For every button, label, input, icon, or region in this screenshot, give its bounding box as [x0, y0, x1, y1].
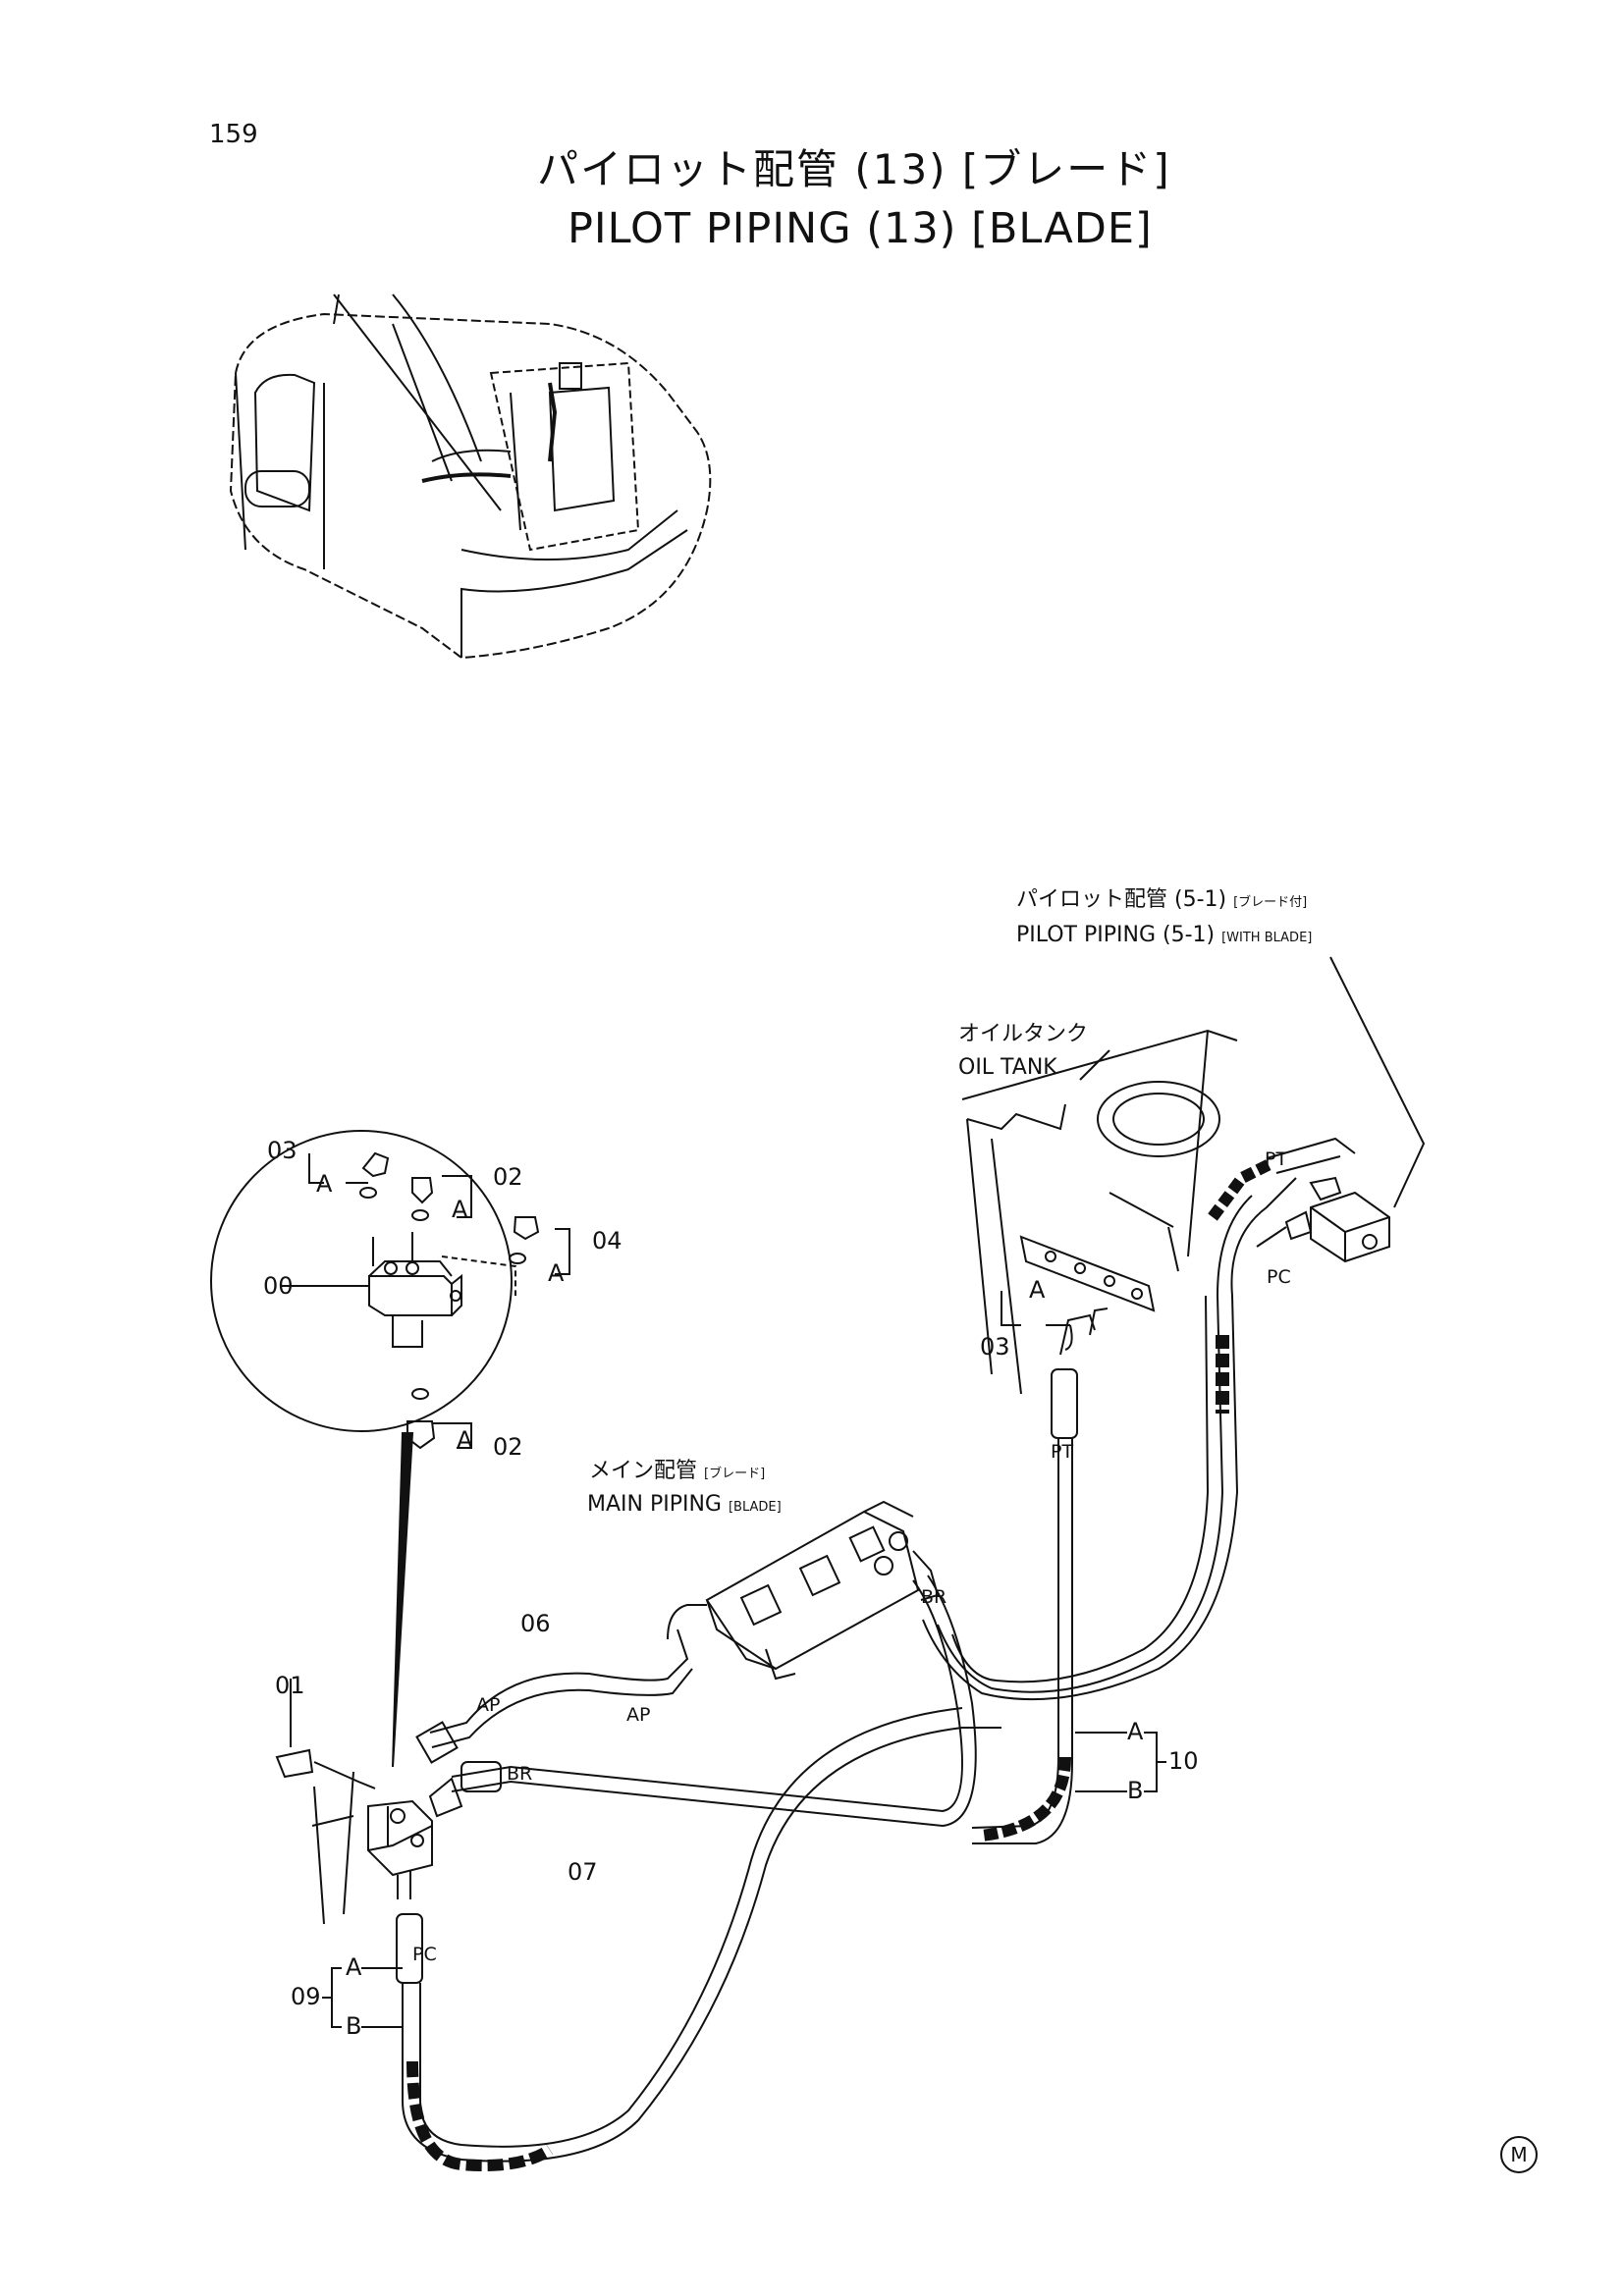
part-number-03-detail: 03	[267, 1137, 298, 1164]
letter-a-detail-02: A	[452, 1196, 468, 1223]
callout-main-piping-en: MAIN PIPING [BLADE]	[587, 1494, 782, 1516]
part-number-02-detail-bottom: 02	[493, 1433, 523, 1461]
callout-pilot-piping-en-main: PILOT PIPING (5-1)	[1016, 923, 1216, 947]
port-tag-ap-right: AP	[626, 1704, 651, 1726]
oil-tank	[961, 1029, 1238, 1395]
part-number-09: 09	[291, 1983, 321, 2010]
excavator-overview	[229, 294, 712, 660]
callout-main-piping-en-main: MAIN PIPING	[587, 1492, 722, 1517]
callout-main-piping-jp-main: メイン配管	[589, 1459, 698, 1483]
part-number-07: 07	[568, 1858, 598, 1886]
hose-07	[428, 1575, 977, 1828]
letter-a-detail-02-bottom: A	[457, 1426, 473, 1454]
m-mark: M	[1500, 2136, 1538, 2173]
valve-block	[275, 1748, 433, 1925]
port-tag-br-valve: BR	[921, 1586, 947, 1608]
leader-03-tank	[1001, 1291, 1073, 1351]
detail-circle	[210, 1130, 570, 1450]
letter-a-detail-04: A	[548, 1259, 565, 1287]
callout-pilot-piping-en-note: [WITH BLADE]	[1221, 931, 1313, 945]
bracket-09	[322, 1967, 342, 2028]
hose-09	[396, 1707, 1001, 2171]
callout-main-piping-en-note: [BLADE]	[728, 1500, 782, 1515]
callout-pilot-piping-en: PILOT PIPING (5-1) [WITH BLADE]	[1016, 925, 1312, 946]
port-tag-ap-left: AP	[476, 1694, 501, 1716]
callout-main-piping-jp: メイン配管 [ブレード]	[589, 1461, 765, 1482]
letter-a-hose-10: A	[1127, 1718, 1144, 1745]
port-tag-pt-hose-10: PT	[1051, 1441, 1074, 1463]
part-number-01: 01	[275, 1672, 305, 1699]
main-control-valve	[705, 1500, 940, 1681]
title-english: PILOT PIPING (13) [BLADE]	[568, 204, 1153, 253]
title-japanese: パイロット配管 (13) [ブレード]	[537, 145, 1171, 193]
letter-b-hose-09: B	[346, 2012, 362, 2040]
hose-bundle-right	[922, 1137, 1356, 1701]
port-tag-pt-right: PT	[1265, 1148, 1288, 1170]
leader-pilot-piping	[1329, 956, 1426, 1208]
hose-06	[415, 1604, 707, 1764]
detail-leader	[392, 1432, 414, 1768]
hose-10	[971, 1313, 1096, 1844]
part-number-06: 06	[520, 1610, 551, 1637]
part-number-03-tank: 03	[980, 1333, 1010, 1361]
callout-oil-tank-jp: オイルタンク	[958, 1022, 1089, 1046]
bracket-10	[1144, 1732, 1166, 1792]
callout-pilot-piping-jp-note: [ブレード付]	[1233, 895, 1308, 910]
part-number-04: 04	[592, 1227, 622, 1255]
page-number: 159	[209, 120, 258, 149]
callout-pilot-piping-jp-main: パイロット配管 (5-1)	[1016, 887, 1227, 912]
letter-a-detail-03: A	[316, 1170, 333, 1198]
leader-oil-tank	[1079, 1049, 1110, 1081]
callout-oil-tank-en: OIL TANK	[958, 1055, 1057, 1080]
part-number-10: 10	[1168, 1747, 1199, 1775]
letter-b-hose-10: B	[1127, 1777, 1144, 1804]
callout-main-piping-jp-note: [ブレード]	[704, 1467, 766, 1481]
part-number-00: 00	[263, 1272, 294, 1300]
port-tag-br-hose: BR	[507, 1763, 533, 1785]
letter-a-tank: A	[1029, 1276, 1046, 1304]
callout-pilot-piping-jp: パイロット配管 (5-1) [ブレード付]	[1016, 889, 1307, 911]
port-tag-pc-left: PC	[412, 1944, 437, 1965]
port-tag-pc-right: PC	[1267, 1266, 1291, 1288]
pilot-valve-block-right	[1256, 1176, 1390, 1263]
part-number-02-detail-top: 02	[493, 1163, 523, 1191]
letter-a-hose-09: A	[346, 1953, 362, 1981]
